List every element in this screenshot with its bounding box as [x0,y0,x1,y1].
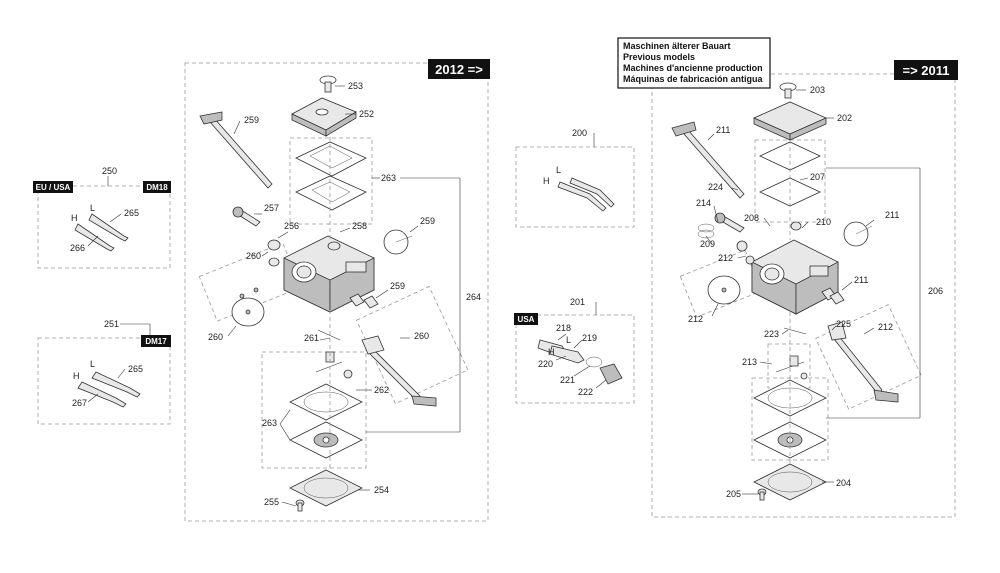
label-252: 252 [359,109,374,119]
label-253: 253 [348,81,363,91]
label-l-251: L [90,359,95,369]
label-219: 219 [582,333,597,343]
label-211b: 211 [885,210,899,220]
badge-2012-text: 2012 => [435,62,483,77]
label-265b: 265 [128,364,143,374]
label-212c: 212 [878,322,893,332]
label-207: 207 [810,172,825,182]
label-255: 255 [264,497,279,507]
label-267: 267 [72,398,87,408]
label-250: 250 [102,166,117,176]
badge-usa: USA [514,313,538,325]
group-box-200 [515,146,635,228]
label-259b: 259 [420,216,435,226]
badge-eu-usa: EU / USA [33,181,73,193]
label-221: 221 [560,375,575,385]
label-210: 210 [816,217,831,227]
label-254: 254 [374,485,389,495]
label-211a: 211 [716,125,730,135]
label-h-250: H [71,213,78,223]
label-l-250: L [90,203,95,213]
label-214: 214 [696,198,711,208]
label-h-201: H [548,347,555,357]
label-203: 203 [810,85,825,95]
badge-dm17: DM17 [141,335,171,347]
label-260c: 260 [414,331,429,341]
label-202: 202 [837,113,852,123]
badge-2011-text: => 2011 [903,63,950,78]
label-h-200: H [543,176,550,186]
label-262: 262 [374,385,389,395]
label-201: 201 [570,297,585,307]
label-205: 205 [726,489,741,499]
group-box-263-bottom [261,351,367,469]
label-257: 257 [264,203,279,213]
screw-set-201 [537,302,623,389]
label-260b: 260 [208,332,223,342]
badge-2011: => 2011 [894,60,958,80]
legend-line-3: Machines d'ancienne production [623,63,763,73]
label-251: 251 [104,319,119,329]
label-263a: 263 [381,173,396,183]
badge-2012: 2012 => [428,59,490,79]
label-l-200: L [556,165,561,175]
label-204: 204 [836,478,851,488]
label-263b: 263 [262,418,277,428]
screw-set-200 [557,133,615,212]
legend-line-1: Maschinen älterer Bauart [623,41,731,51]
badge-dm17-text: DM17 [145,337,167,346]
label-l-201: L [566,335,571,345]
label-223: 223 [764,329,779,339]
badge-dm18: DM18 [143,181,171,193]
label-218: 218 [556,323,571,333]
label-266: 266 [70,243,85,253]
legend-box: Maschinen älterer Bauart Previous models… [617,37,771,89]
group-box-212-right [815,304,922,410]
badge-usa-text: USA [518,315,535,324]
group-box-201 [515,314,635,404]
label-225: 225 [836,319,851,329]
screw-set-251 [77,323,151,408]
label-212b: 212 [688,314,703,324]
label-259c: 259 [390,281,405,291]
label-208: 208 [744,213,759,223]
carburetor-new [199,75,461,512]
badge-dm18-text: DM18 [146,183,168,192]
label-264: 264 [466,292,481,302]
label-220: 220 [538,359,553,369]
group-box-old-models [651,73,956,518]
label-206: 206 [928,286,943,296]
label-265a: 265 [124,208,139,218]
label-213: 213 [742,357,757,367]
label-256: 256 [284,221,299,231]
label-212a: 212 [718,253,733,263]
label-259a: 259 [244,115,259,125]
badge-eu-usa-text: EU / USA [36,183,71,192]
carburetor-old [671,82,921,501]
screw-set-250 [74,176,129,252]
label-222: 222 [578,387,593,397]
label-261: 261 [304,333,319,343]
label-200: 200 [572,128,587,138]
label-260a: 260 [246,251,261,261]
label-258: 258 [352,221,367,231]
group-box-250 [37,185,171,269]
label-h-251: H [73,371,80,381]
group-box-new-models [184,62,489,522]
legend-line-2: Previous models [623,52,695,62]
label-211c: 211 [854,275,868,285]
group-box-251 [37,337,171,425]
label-209: 209 [700,239,715,249]
label-224: 224 [708,182,723,192]
legend-line-4: Máquinas de fabricación antigua [623,74,764,84]
